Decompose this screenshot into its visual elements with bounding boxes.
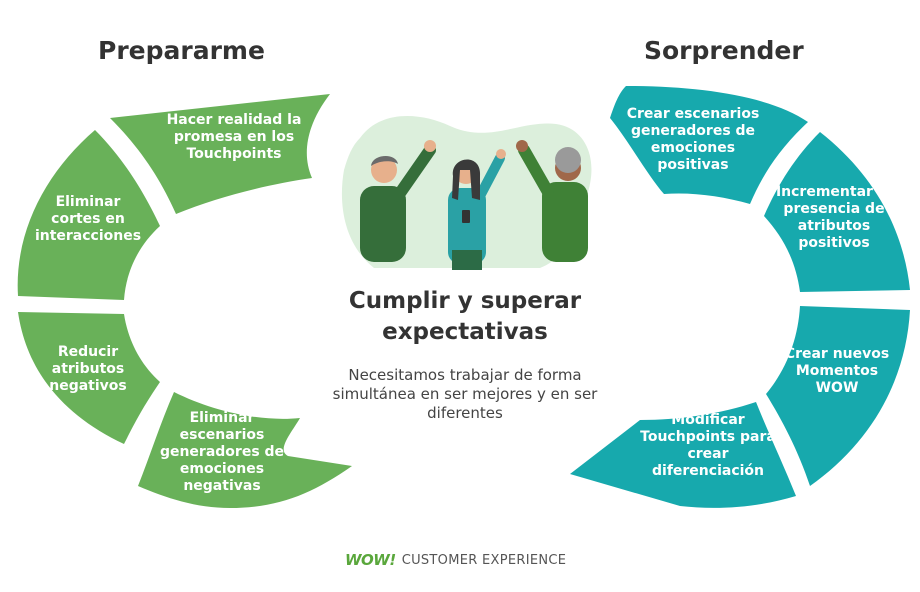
right-section-title: Sorprender (644, 36, 804, 65)
person-left-hair (371, 155, 398, 166)
left-segment-1 (110, 94, 330, 214)
left-segment-3 (18, 312, 160, 444)
left-segment-4-label: Eliminar escenarios generadores de emoci… (159, 410, 285, 494)
person-right-hand (516, 140, 528, 152)
person-middle-hair (452, 159, 481, 200)
left-segment-4 (138, 392, 352, 508)
left-segment-1-label: Hacer realidad la promesa en los Touchpo… (166, 112, 302, 162)
phone-icon (462, 210, 470, 223)
right-segment-3 (766, 306, 910, 486)
left-section-title: Prepararme (98, 36, 265, 65)
left-segment-3-label: Reducir atributos negativos (49, 344, 127, 394)
right-segment-1 (610, 86, 808, 204)
person-right-hair (555, 147, 581, 173)
right-ring (570, 86, 910, 508)
person-left-hand (424, 140, 436, 152)
person-middle-legs (452, 250, 482, 270)
person-left-arm (392, 144, 436, 202)
people-celebrating-illustration (341, 116, 592, 270)
right-segment-2 (764, 132, 910, 292)
person-right-body (542, 182, 588, 262)
right-segment-3-label: Crear nuevos Momentos WOW (784, 346, 890, 396)
person-left-body (360, 186, 406, 262)
person-left-head (371, 157, 397, 183)
left-segment-2 (17, 130, 161, 300)
right-segment-4-label: Modificar Touchpoints para crear diferen… (640, 412, 776, 479)
person-middle-arm (475, 153, 505, 201)
brand-logo: WOW! CUSTOMER EXPERIENCE (345, 550, 566, 570)
person-middle-hand (496, 149, 506, 159)
right-segment-2-label: Incrementar la presencia de atributos po… (775, 184, 893, 251)
person-right-arm (518, 144, 554, 198)
right-segment-4 (570, 402, 796, 508)
center-title: Cumplir y superar expectativas (348, 288, 582, 345)
left-segment-2-label: Eliminar cortes en interacciones (34, 194, 142, 244)
brand-text: CUSTOMER EXPERIENCE (401, 552, 567, 568)
center-description: Necesitamos trabajar de forma simultánea… (332, 366, 598, 422)
right-segment-1-label: Crear escenarios generadores de emocione… (626, 106, 760, 173)
left-ring (17, 94, 352, 508)
person-middle-body (448, 188, 486, 264)
wow-logo-icon: WOW! (345, 551, 396, 569)
